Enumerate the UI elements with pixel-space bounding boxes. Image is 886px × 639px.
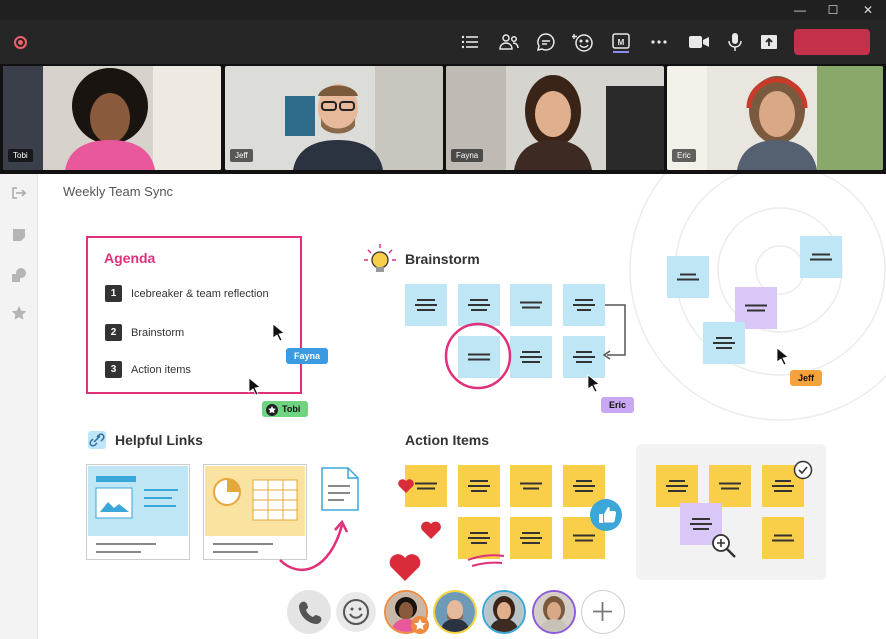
add-participant-button[interactable] [581,590,625,634]
cursor-tag-jeff: Jeff [790,370,823,386]
sticky-note[interactable] [800,236,842,278]
maximize-icon[interactable]: ☐ [827,3,839,17]
emoji-button[interactable] [334,590,378,634]
meeting-toolbar: M [0,20,886,64]
participant-video-eric[interactable]: Eric [667,66,883,170]
sticky-note[interactable] [510,465,552,507]
zoom-in-icon [712,534,736,558]
chat-icon[interactable] [533,30,559,54]
sticky-note[interactable] [563,284,605,326]
share-icon[interactable] [756,30,782,54]
brainstorm-title: Brainstorm [405,251,480,267]
cursor-icon [272,323,285,341]
agenda-title: Agenda [104,250,156,266]
sticky-note[interactable] [458,517,500,559]
thumbs-up-icon [589,498,623,537]
avatar-jeff[interactable] [433,590,477,634]
call-button[interactable] [287,590,331,634]
board-title: Weekly Team Sync [63,184,174,199]
avatar-eric[interactable] [532,590,576,634]
sticky-note[interactable] [667,256,709,298]
lightbulb-icon [362,242,400,281]
camera-icon[interactable] [686,30,712,54]
shapes-icon[interactable] [10,266,28,284]
sticky-note[interactable] [458,336,500,378]
agenda-frame[interactable] [86,236,302,394]
participant-name: Jeff [230,149,253,162]
cursor-icon [587,374,600,392]
list-icon[interactable] [457,30,483,54]
sticky-note[interactable] [458,465,500,507]
sticky-note[interactable] [709,465,751,507]
title-bar: — ☐ ✕ [0,0,886,20]
link-card[interactable] [203,464,307,565]
svg-text:M: M [618,38,625,47]
participant-video-strip: Tobi Jeff Fayna Eric [0,64,886,174]
reactions-icon[interactable] [570,30,596,54]
sticky-note[interactable] [762,517,804,559]
helpful-links-title: Helpful Links [115,432,203,448]
participant-name: Tobi [8,149,33,162]
star-badge-icon [266,404,278,416]
agenda-item-number: 3 [105,361,122,378]
sticky-note[interactable] [563,517,605,559]
sticky-note[interactable] [703,322,745,364]
sticky-note-icon[interactable] [10,226,28,244]
heart-icon [421,521,441,539]
link-card[interactable] [86,464,190,565]
record-icon [14,36,27,49]
close-icon[interactable]: ✕ [862,3,874,17]
sticky-note[interactable] [405,284,447,326]
agenda-item-number: 2 [105,324,122,341]
action-items-title: Action Items [405,432,490,448]
sticky-note[interactable] [656,465,698,507]
sticky-note[interactable] [510,517,552,559]
agenda-item-text[interactable]: Brainstorm [131,327,185,339]
pink-arrow [279,519,349,571]
cursor-tag-eric: Eric [601,397,635,413]
sticky-note[interactable] [510,284,552,326]
pink-underline [467,554,505,567]
leave-button[interactable] [794,29,870,55]
sticky-note[interactable] [563,465,605,507]
participant-video-fayna[interactable]: Fayna [446,66,664,170]
document-icon[interactable] [320,466,360,517]
minimize-icon[interactable]: — [794,3,806,17]
participant-name: Fayna [451,149,484,162]
heart-icon [389,554,421,581]
agenda-item-number: 1 [105,285,122,302]
avatar-fayna[interactable] [482,590,526,634]
agenda-item-text[interactable]: Icebreaker & team reflection [131,288,269,300]
more-icon[interactable] [646,30,672,54]
sticky-note[interactable] [563,336,605,378]
sticky-note[interactable] [458,284,500,326]
cursor-tag-fayna: Fayna [286,348,329,364]
left-rail [0,174,38,639]
cursor-icon [776,347,789,365]
star-badge-icon [411,616,429,634]
exit-icon[interactable] [10,184,28,202]
whiteboard-icon[interactable]: M [608,30,634,54]
mic-icon[interactable] [722,30,748,54]
link-icon [87,430,107,455]
star-icon[interactable] [10,304,28,322]
heart-icon [398,479,414,493]
cursor-icon [248,377,261,395]
brainstorm-annotations [444,304,626,390]
agenda-item-text[interactable]: Action items [131,364,191,376]
participant-video-tobi[interactable]: Tobi [3,66,221,170]
checkmark-icon [793,460,813,480]
people-icon[interactable] [496,30,522,54]
sticky-note[interactable] [510,336,552,378]
participant-name: Eric [672,149,696,162]
participant-video-jeff[interactable]: Jeff [225,66,443,170]
